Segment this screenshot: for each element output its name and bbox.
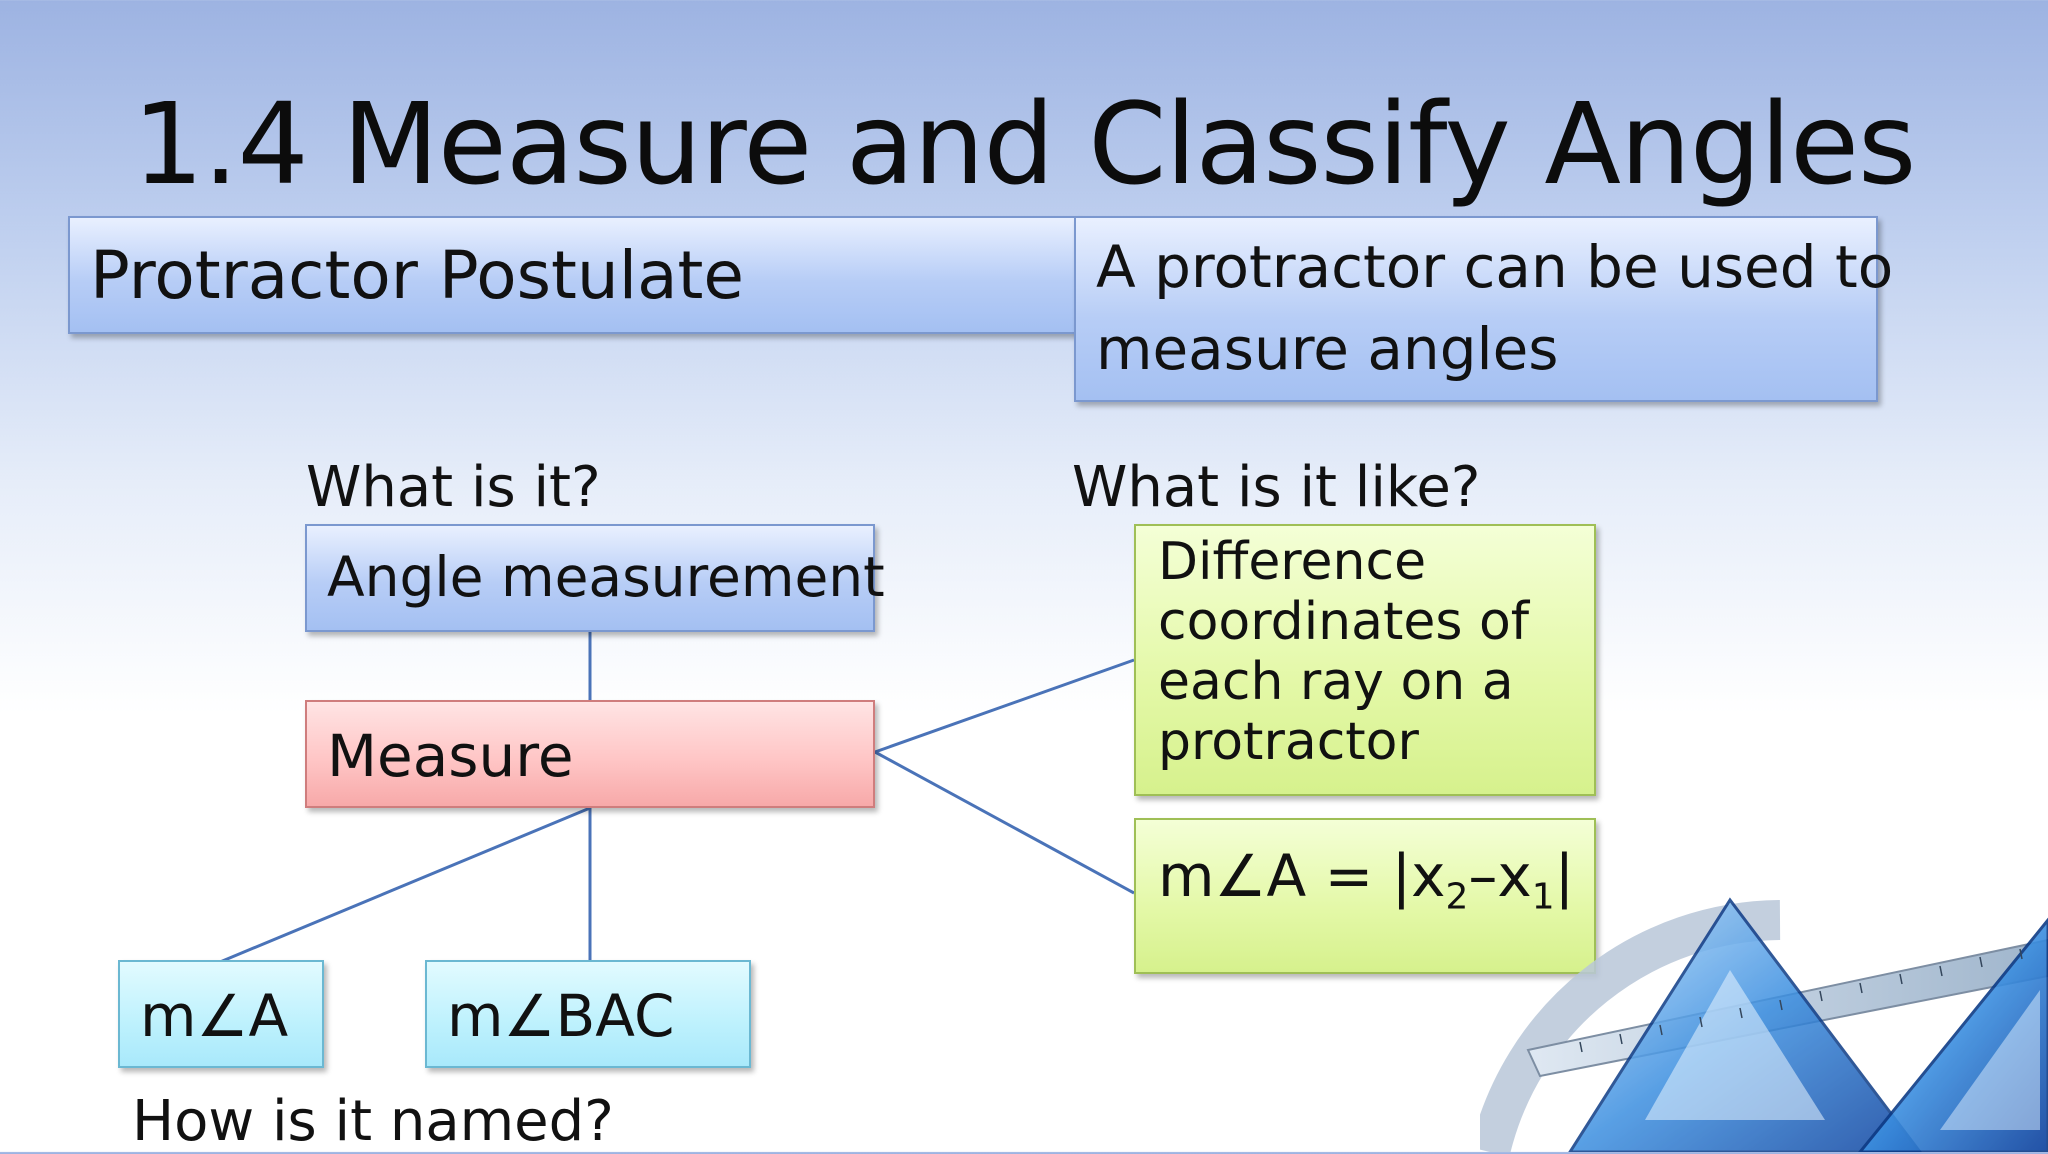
difference-coordinates-box: Difference coordinates of each ray on a … bbox=[1134, 524, 1596, 796]
measure-box: Measure bbox=[305, 700, 875, 808]
postulate-name-box: Protractor Postulate bbox=[68, 216, 1078, 334]
postulate-definition-box: A protractor can be used to measure angl… bbox=[1074, 216, 1893, 402]
how-is-it-named-label: How is it named? bbox=[132, 1089, 614, 1154]
postulate-name: Protractor Postulate bbox=[90, 237, 745, 314]
difference-line-1: Difference bbox=[1158, 532, 1427, 592]
connector-measure-to-name-a bbox=[219, 806, 591, 964]
angle-measurement-box: Angle measurement bbox=[305, 524, 885, 632]
name-m-angle-a-text: m∠A bbox=[140, 982, 289, 1050]
postulate-definition-line-2: measure angles bbox=[1096, 315, 1559, 383]
difference-line-2: coordinates of bbox=[1158, 592, 1530, 652]
formula-box: m∠A = |x2–x1| bbox=[1134, 818, 1596, 974]
formula-part-2: –x bbox=[1468, 842, 1532, 910]
difference-line-3: each ray on a bbox=[1158, 652, 1514, 712]
formula-part-3: | bbox=[1554, 842, 1575, 910]
measure-text: Measure bbox=[327, 722, 574, 790]
formula-part-1: m∠A = |x bbox=[1158, 842, 1446, 910]
name-m-angle-bac-box: m∠BAC bbox=[425, 960, 751, 1068]
connector-measure-to-formula bbox=[874, 750, 1135, 895]
what-is-it-like-label: What is it like? bbox=[1072, 455, 1481, 520]
difference-line-4: protractor bbox=[1158, 712, 1419, 772]
protractor-graphic bbox=[1480, 897, 2048, 1152]
name-m-angle-a-box: m∠A bbox=[118, 960, 324, 1068]
slide-title: 1.4 Measure and Classify Angles bbox=[132, 80, 1917, 210]
formula-text: m∠A = |x2–x1| bbox=[1158, 842, 1575, 915]
what-is-it-label: What is it? bbox=[306, 455, 601, 520]
name-m-angle-bac-text: m∠BAC bbox=[447, 982, 675, 1050]
formula-subscript-1: 1 bbox=[1531, 876, 1555, 918]
angle-measurement-text: Angle measurement bbox=[327, 545, 885, 609]
connector-measure-to-difference bbox=[874, 658, 1135, 754]
formula-subscript-2: 2 bbox=[1445, 876, 1469, 918]
postulate-definition-line-1: A protractor can be used to bbox=[1096, 233, 1894, 301]
